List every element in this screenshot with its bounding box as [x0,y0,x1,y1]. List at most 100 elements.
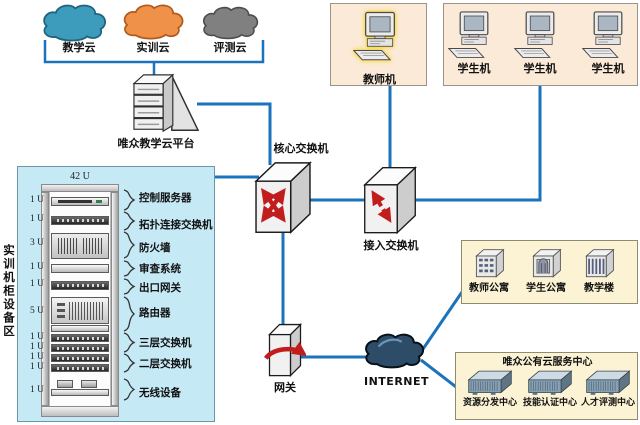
group-brace [123,332,136,353]
rack-group-label: 三层交换机 [139,337,192,349]
access-switch-label: 接入交换机 [363,239,419,252]
rack-left-rail [41,192,49,406]
rack-area-vertical-label: 实训机柜设备区 [2,244,16,339]
student-pc-label: 学生机 [523,62,557,75]
campus-item-label: 教师公寓 [469,283,509,294]
building-icon [585,248,615,278]
wireless-ap-device [81,380,97,388]
u-slot-label: 3 U [30,238,44,248]
u-slot-label: 1 U [30,342,44,352]
control-server-unit [51,197,109,206]
rack-area-box: 42 U 1 U 1 U 3 U 1 U 1 U 5 U [17,166,215,422]
gateway-icon [264,323,306,378]
rack-server-icon [527,370,573,395]
cloud-center-item-label: 技能认证中心 [522,398,577,408]
layer2-switch-unit [51,364,109,372]
student-pc-box: 学生机 学生机 学生机 [443,3,638,86]
cloud-center-item-2: 技能认证中心 [522,368,578,408]
layer2-switch-unit [51,354,109,362]
platform-label: 唯众教学云平台 [117,137,195,150]
group-brace [123,278,136,295]
teacher-pc-box: 教师机 [330,3,427,86]
teaching-cloud-icon [43,4,107,42]
u-slot-label: 1 U [30,262,44,272]
core-switch-icon [254,161,312,234]
group-brace [123,211,136,231]
rack-group-label: 二层交换机 [139,358,192,370]
student-pc-2: 学生机 [512,8,568,75]
campus-item-2: 学生公寓 [519,247,573,295]
u-slot-label: 1 U [30,362,44,372]
student-pc-icon [582,11,623,58]
u-slot-label: 1 U [30,214,44,224]
router-unit [51,297,109,324]
group-brace [123,260,136,277]
public-cloud-title: 唯众公有云服务中心 [502,357,593,368]
access-switch-icon [363,166,417,235]
public-cloud-center-box: 唯众公有云服务中心 资源分发中心 技能认证中心 [455,352,638,420]
group-brace [123,353,136,373]
firewall-unit [51,233,109,259]
rack-group-label: 出口网关 [139,282,181,294]
u-slot-label: 1 U [30,385,44,395]
rack-group-label: 路由器 [139,307,171,319]
rack-capacity-label: 42 U [70,171,90,182]
wireless-shelf-unit [51,389,109,396]
teaching-cloud-label: 教学云 [62,41,96,54]
campus-item-1: 教师公寓 [462,247,516,295]
teacher-pc-icon [352,8,407,70]
rack-server-icon [585,370,631,395]
campus-item-3: 教学楼 [572,247,626,295]
building-icon [475,248,505,278]
rack-bottom-cap [41,406,119,417]
evaluation-cloud-icon [202,6,259,40]
rack-group-label: 拓扑连接交换机 [139,219,213,231]
u-slot-label: 1 U [30,195,44,205]
layer3-switch-unit [51,344,109,352]
cloud-center-item-1: 资源分发中心 [462,368,518,408]
cloud-center-item-3: 人才评测中心 [580,368,636,408]
rack-group-label: 审查系统 [139,263,181,275]
campus-item-label: 学生公寓 [526,283,566,294]
internet-cloud-icon [365,333,425,369]
group-brace [123,296,135,332]
exit-gateway-unit [51,281,109,290]
building-icon [532,248,562,278]
cloud-center-item-label: 人才评测中心 [580,398,635,408]
student-pc-icon [514,11,555,58]
rack-right-rail [111,192,119,406]
group-brace [123,378,136,401]
internet-to-cloudcenter-line [420,358,461,392]
u-slot-label: 1 U [30,332,44,342]
wireless-ap-device [57,380,73,388]
access-to-students-line [413,86,542,202]
rack-group-label: 防火墙 [139,242,171,254]
training-cloud-label: 实训云 [136,41,170,54]
platform-to-core-line [197,102,272,165]
student-pc-label: 学生机 [591,62,625,75]
gateway-label: 网关 [274,381,296,394]
topology-switch-unit [51,216,109,225]
internet-to-campus-line [421,291,464,350]
evaluation-cloud-label: 评测云 [213,41,247,54]
group-brace [123,231,136,259]
router-shelf-unit [51,325,109,332]
audit-system-unit [51,264,109,273]
core-switch-label: 核心交换机 [273,142,329,155]
rack-server-icon [467,370,513,395]
cloud-center-item-label: 资源分发中心 [462,398,517,408]
internet-label: INTERNET [364,375,430,388]
student-pc-3: 学生机 [580,8,636,75]
campus-item-label: 教学楼 [584,283,614,294]
layer3-switch-unit [51,334,109,342]
campus-buildings-box: 教师公寓 学生公寓 教学楼 [461,240,638,304]
cloud-platform-server-icon [132,73,200,133]
rack-top-cap [41,184,119,192]
student-pc-1: 学生机 [446,8,502,75]
u-slot-label: 5 U [30,306,44,316]
server-rack [41,184,119,417]
teacher-pc-label: 教师机 [363,73,396,86]
group-brace [123,189,136,211]
